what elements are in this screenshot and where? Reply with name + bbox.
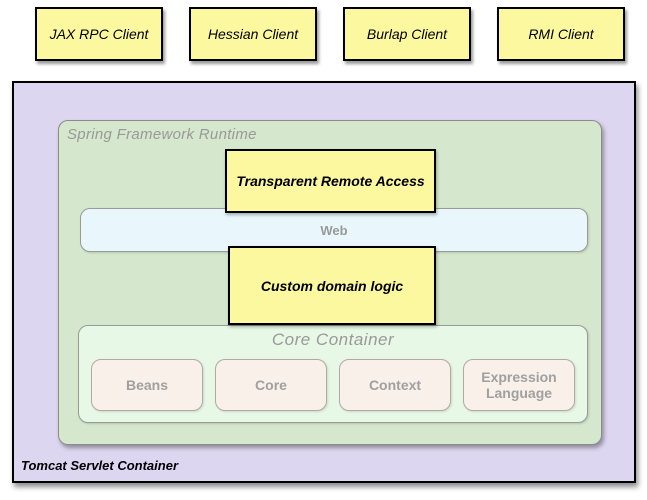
module-box-context: Context xyxy=(339,359,451,411)
custom-domain-logic-box: Custom domain logic xyxy=(228,246,436,325)
spring-framework-runtime: Spring Framework Runtime Web Transparent… xyxy=(58,120,602,445)
client-box-rmi: RMI Client xyxy=(497,7,625,61)
module-label: Expression Language xyxy=(481,368,557,401)
client-box-label: RMI Client xyxy=(528,26,594,42)
core-container: Core Container Beans Core Context Expres… xyxy=(78,325,588,423)
spring-runtime-label: Spring Framework Runtime xyxy=(67,126,257,143)
client-box-jax-rpc: JAX RPC Client xyxy=(35,7,163,61)
web-layer-label: Web xyxy=(320,222,348,238)
core-module-row: Beans Core Context Expression Language xyxy=(91,359,575,411)
client-box-burlap: Burlap Client xyxy=(343,7,471,61)
module-label: Core xyxy=(255,376,287,393)
client-box-label: Burlap Client xyxy=(366,26,448,42)
module-box-expression-language: Expression Language xyxy=(463,359,575,411)
client-box-label: JAX RPC Client xyxy=(49,26,149,42)
module-box-beans: Beans xyxy=(91,359,203,411)
client-box-label: Hessian Client xyxy=(207,26,299,42)
transparent-remote-access-label: Transparent Remote Access xyxy=(236,173,425,189)
core-container-label: Core Container xyxy=(271,330,395,349)
module-label: Beans xyxy=(125,376,169,393)
module-box-core: Core xyxy=(215,359,327,411)
module-label: Context xyxy=(368,376,422,393)
tomcat-container-label: Tomcat Servlet Container xyxy=(21,458,179,473)
transparent-remote-access-box: Transparent Remote Access xyxy=(225,149,436,213)
client-box-hessian: Hessian Client xyxy=(189,7,317,61)
tomcat-servlet-container: Spring Framework Runtime Web Transparent… xyxy=(12,81,636,483)
custom-domain-logic-label: Custom domain logic xyxy=(260,277,404,294)
